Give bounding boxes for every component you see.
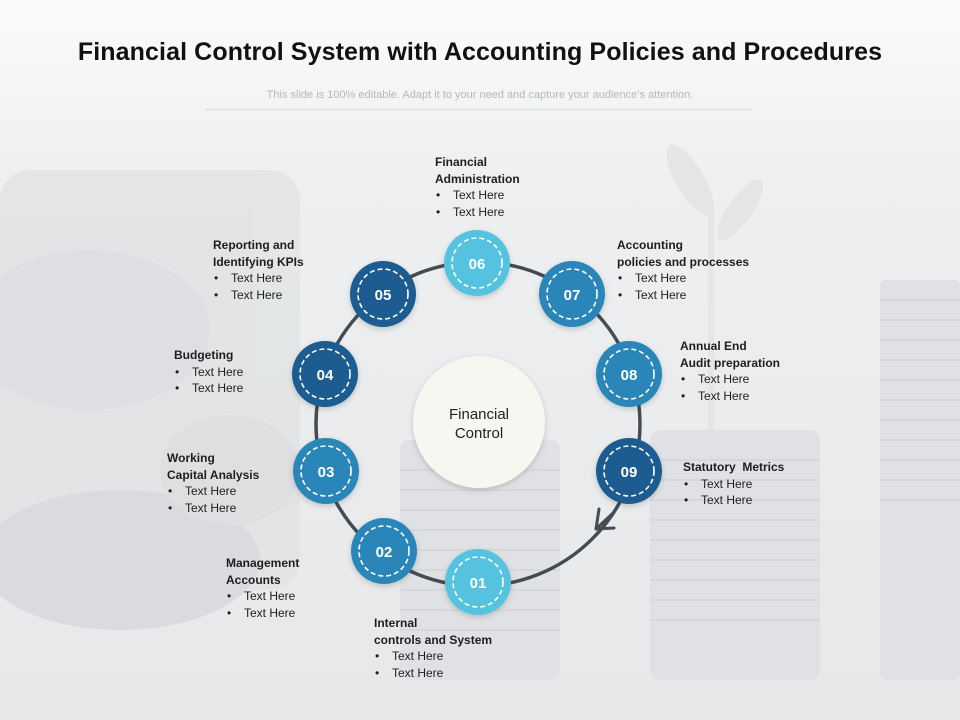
step-node-02[interactable]: 02 [351, 518, 417, 584]
step-number-04: 04 [317, 367, 334, 384]
slide-title: Financial Control System with Accounting… [77, 38, 883, 66]
center-hub: Financial Control [413, 356, 545, 488]
step-bullet-08-2: Text Here [680, 388, 780, 405]
step-heading-02-line1: Management [226, 556, 300, 570]
step-label-08: Annual End Audit preparation Text HereTe… [680, 338, 780, 404]
step-bullet-01-2: Text Here [374, 665, 492, 682]
step-heading-05-line1: Reporting and [213, 238, 295, 252]
step-heading-03-line2: Capital Analysis [167, 467, 260, 482]
step-label-02: Management Accounts Text HereText Here [226, 555, 299, 621]
step-bullet-05-2: Text Here [213, 287, 304, 304]
step-number-09: 09 [621, 464, 638, 481]
step-bullet-02-1: Text Here [226, 588, 299, 605]
step-label-07: Accounting policies and processes Text H… [617, 237, 749, 303]
step-bullet-05-1: Text Here [213, 270, 304, 287]
step-heading-03-line1: Working [167, 451, 215, 465]
step-node-09[interactable]: 09 [596, 438, 662, 504]
step-label-03: Working Capital Analysis Text HereText H… [167, 450, 259, 516]
step-bullet-08-1: Text Here [680, 371, 780, 388]
step-bullet-03-2: Text Here [167, 500, 259, 517]
step-bullet-06-2: Text Here [435, 204, 520, 221]
step-node-06[interactable]: 06 [444, 230, 510, 296]
cycle-arrow-icon [594, 507, 616, 531]
center-label-line1: Financial [449, 406, 509, 423]
step-node-07[interactable]: 07 [539, 261, 605, 327]
step-heading-08-line2: Audit preparation [680, 355, 781, 370]
step-heading-06-line2: Administration [435, 171, 520, 186]
step-heading-07-line1: Accounting [617, 238, 683, 252]
slide-subtitle: This slide is 100% editable. Adapt it to… [266, 89, 694, 101]
step-number-01: 01 [470, 575, 487, 592]
step-heading-01-line1: Internal [374, 616, 418, 630]
step-number-05: 05 [375, 287, 392, 304]
step-bullet-09-1: Text Here [683, 476, 784, 493]
step-bullet-03-1: Text Here [167, 483, 259, 500]
step-heading-04-line1: Budgeting [174, 348, 234, 362]
step-node-04[interactable]: 04 [292, 341, 358, 407]
step-label-01: Internal controls and System Text HereTe… [374, 615, 492, 681]
step-node-05[interactable]: 05 [350, 261, 416, 327]
step-number-08: 08 [621, 367, 638, 384]
step-heading-05-line2: Identifying KPIs [213, 254, 304, 269]
subtitle-divider [206, 109, 754, 110]
step-bullet-07-2: Text Here [617, 287, 749, 304]
step-node-03[interactable]: 03 [293, 438, 359, 504]
step-bullet-06-1: Text Here [435, 187, 520, 204]
step-node-08[interactable]: 08 [596, 341, 662, 407]
step-heading-02-line2: Accounts [226, 572, 281, 587]
step-number-06: 06 [469, 256, 486, 273]
step-label-09: Statutory Metrics Text HereText Here [683, 459, 784, 509]
step-heading-08-line1: Annual End [680, 339, 747, 353]
step-bullet-02-2: Text Here [226, 605, 299, 622]
center-label-line2: Control [455, 425, 503, 442]
step-number-02: 02 [376, 544, 393, 561]
step-bullet-04-1: Text Here [174, 364, 243, 381]
step-label-05: Reporting and Identifying KPIs Text Here… [213, 237, 304, 303]
step-bullet-04-2: Text Here [174, 380, 243, 397]
step-heading-01-line2: controls and System [374, 632, 493, 647]
step-number-07: 07 [564, 287, 581, 304]
step-heading-07-line2: policies and processes [617, 254, 750, 269]
step-bullet-01-1: Text Here [374, 648, 492, 665]
step-node-01[interactable]: 01 [445, 549, 511, 615]
step-bullet-09-2: Text Here [683, 492, 784, 509]
step-bullet-07-1: Text Here [617, 270, 749, 287]
step-heading-06-line1: Financial [435, 155, 488, 169]
step-label-06: Financial Administration Text HereText H… [435, 154, 520, 220]
step-number-03: 03 [318, 464, 335, 481]
step-label-04: Budgeting Text HereText Here [174, 347, 243, 397]
step-heading-09-line1: Statutory Metrics [683, 460, 785, 474]
